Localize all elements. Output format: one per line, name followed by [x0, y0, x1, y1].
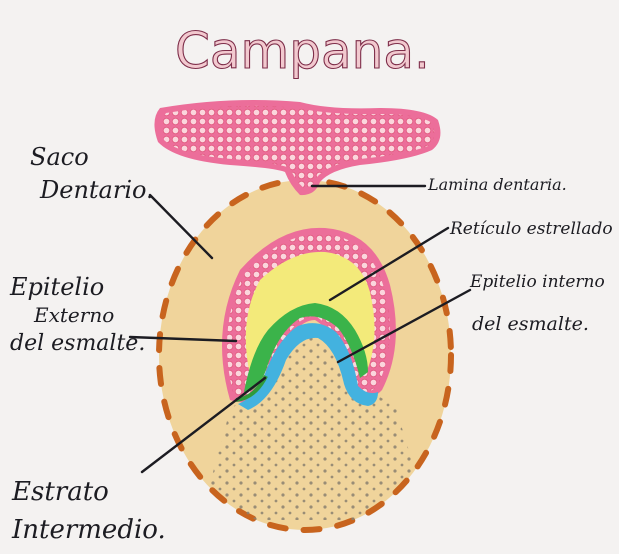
label-reticulo-estrellado: Retículo estrellado — [449, 219, 613, 239]
lamina-dentaria — [154, 100, 440, 195]
label-saco-line1: Saco — [30, 143, 89, 171]
label-epitelio-interno: Epitelio interno del esmalte. — [469, 272, 605, 335]
label-epitelio-externo-line3: del esmalte. — [10, 331, 145, 356]
label-lamina-dentaria: Lamina dentaria. — [427, 175, 567, 194]
label-estrato-line1: Estrato — [11, 477, 109, 507]
label-epitelio-externo: Epitelio Externo del esmalte. — [9, 273, 145, 356]
label-estrato-intermedio: Estrato Intermedio. — [11, 477, 166, 545]
diagram-title: Campana. — [175, 22, 430, 80]
pointer-saco-dentario — [150, 195, 212, 258]
label-saco-line2: Dentario. — [39, 176, 154, 204]
label-epitelio-interno-line2: del esmalte. — [472, 313, 589, 335]
label-saco-dentario: Saco Dentario. — [30, 143, 154, 204]
label-epitelio-externo-line2: Externo — [33, 303, 114, 327]
label-epitelio-interno-line1: Epitelio interno — [469, 272, 605, 292]
label-estrato-line2: Intermedio. — [11, 515, 166, 545]
label-epitelio-externo-line1: Epitelio — [9, 273, 104, 301]
